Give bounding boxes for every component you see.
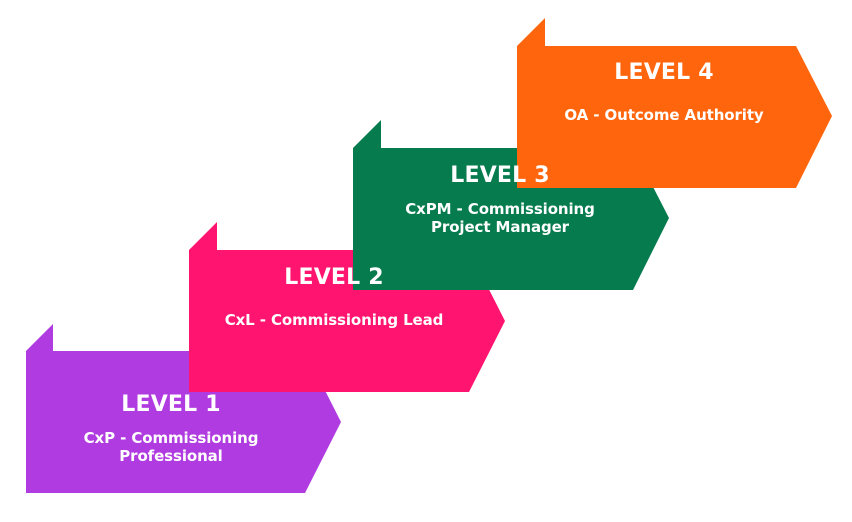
- level-3-role-line1: CxPM - Commissioning: [405, 200, 595, 218]
- level-4-title: LEVEL 4: [614, 60, 714, 85]
- level-2-role: CxL - Commissioning Lead: [189, 311, 479, 329]
- level-4-role-line1: OA - Outcome Authority: [564, 106, 764, 124]
- level-1-role-line1: CxP - Commissioning: [83, 429, 259, 447]
- level-4-arrow: [517, 18, 832, 188]
- level-1-role-line2: Professional: [119, 447, 223, 465]
- level-1-title: LEVEL 1: [121, 392, 221, 417]
- level-3-role-line2: Project Manager: [431, 218, 569, 236]
- level-2-title: LEVEL 2: [284, 265, 384, 290]
- level-3-role: CxPM - Commissioning Project Manager: [353, 200, 647, 236]
- level-1-role: CxP - Commissioning Professional: [26, 429, 316, 465]
- level-4-role: OA - Outcome Authority: [517, 106, 811, 124]
- level-3-title: LEVEL 3: [450, 163, 550, 188]
- level-2-role-line1: CxL - Commissioning Lead: [224, 311, 444, 329]
